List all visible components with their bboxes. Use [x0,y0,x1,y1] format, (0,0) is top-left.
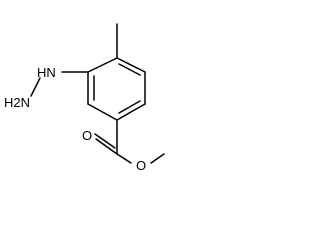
carbonyl-double-bond-a [95,138,118,155]
ester-oxygen-label: O [136,158,146,173]
carbonyl-oxygen-label: O [82,128,92,143]
chemical-structure-diagram: HN H2N O O [4,23,165,173]
ring-bond-c5-c6 [87,103,118,121]
hydrazine-nh-label: HN [37,65,56,80]
ring-double-bond-inner-c4-c5 [118,100,141,114]
benzene-ring [87,57,146,121]
ring-bond-c2-c3 [116,57,146,73]
ester-o-to-methyl-bond [150,153,165,164]
carbonyl-to-ester-o-bond [116,153,132,164]
hydrazine-h2n-label: H2N [4,95,30,110]
nh-to-h2n-bond [30,77,41,97]
ring-bond-c4-c5 [116,103,146,121]
ring-double-bond-inner-c2-c3 [118,63,141,76]
ring-bond-c1-c2 [87,57,118,73]
carbonyl-double-bond-b [94,133,116,149]
